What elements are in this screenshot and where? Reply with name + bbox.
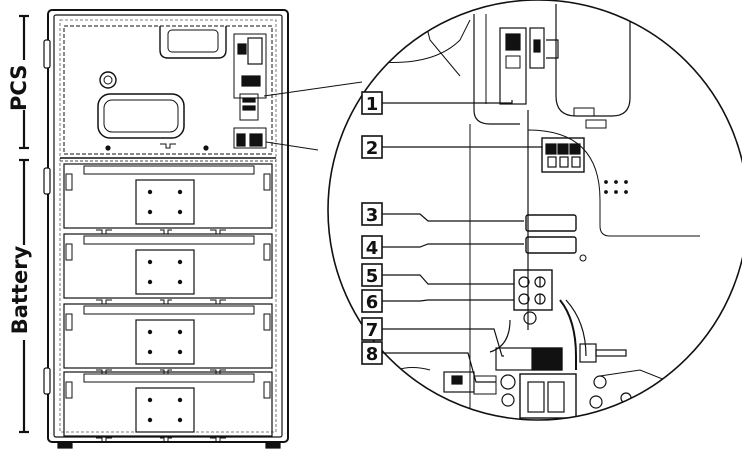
callout-8: 8 — [361, 341, 496, 383]
leader-line — [382, 100, 513, 104]
leader-line — [382, 213, 524, 222]
callout-number-4: 4 — [366, 238, 379, 259]
leader-line — [382, 146, 543, 148]
battery-module — [63, 163, 273, 235]
cabinet — [43, 9, 289, 449]
battery-module — [63, 233, 273, 305]
battery-module — [63, 303, 273, 375]
callout-4: 4 — [361, 235, 524, 259]
pcs-bracket — [19, 14, 29, 150]
leader-line — [382, 352, 496, 383]
callout-3: 3 — [361, 202, 524, 226]
callout-number-2: 2 — [366, 138, 379, 159]
callout-7: 7 — [361, 317, 504, 357]
callout-1: 1 — [361, 91, 513, 115]
leader-line — [382, 299, 514, 302]
zoom-detail — [327, 0, 742, 421]
battery-bracket — [19, 158, 29, 434]
leader-line — [382, 328, 504, 357]
battery-rack — [63, 163, 273, 443]
callout-6: 6 — [361, 289, 514, 313]
callout-number-8: 8 — [366, 344, 379, 365]
callout-5: 5 — [361, 263, 514, 287]
callout-number-6: 6 — [366, 292, 379, 313]
battery-module — [63, 371, 273, 443]
leader-line — [382, 274, 514, 285]
callout-number-5: 5 — [366, 266, 379, 287]
callout-group: 1 2 3 4 5 6 7 8 — [361, 91, 543, 383]
callout-number-7: 7 — [366, 320, 379, 341]
pcs-compartment — [63, 25, 273, 155]
leader-line — [382, 243, 524, 248]
callout-number-3: 3 — [366, 205, 379, 226]
callout-number-1: 1 — [366, 94, 379, 115]
callout-2: 2 — [361, 135, 543, 159]
